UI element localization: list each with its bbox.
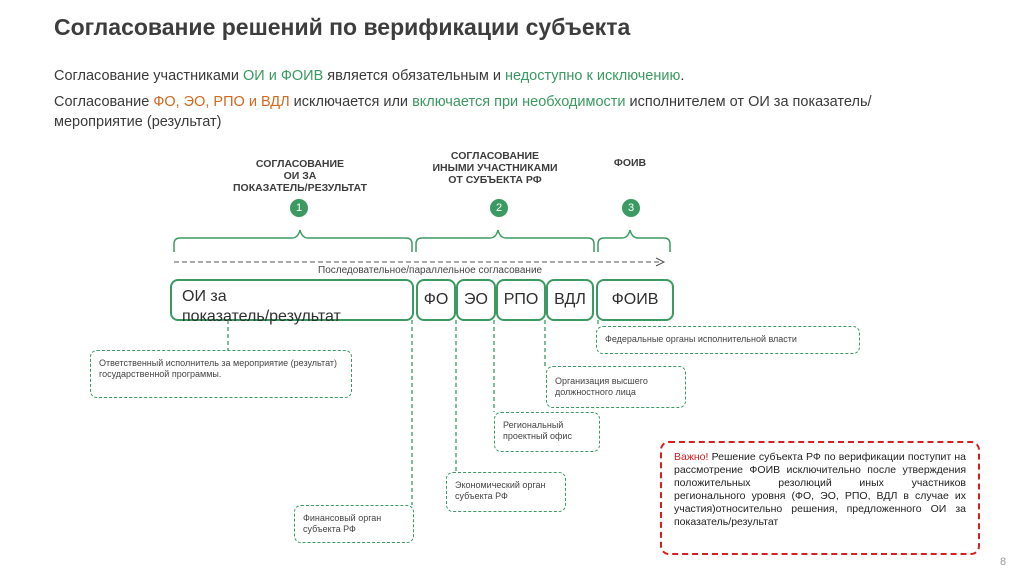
page-number: 8 [1000,556,1007,568]
sequence-arrow [174,257,666,267]
phase-braces [173,229,671,252]
para1-text-c: является обязательным и [323,68,505,84]
para2-text-d: включается при необходимости [412,94,626,110]
para1-text-e: . [680,68,685,84]
box-oi: ОИ за показатель/результат [170,279,414,325]
phase-1-line-1: СОГЛАСОВАНИЕ [255,158,345,170]
note-rpo: Региональный проектный офис [494,412,600,452]
page-title: Согласование решений по верификации субъ… [54,14,631,40]
note-oi: Ответственный исполнитель за мероприятие… [90,350,352,398]
note-eo: Экономический орган субъекта РФ [446,472,566,512]
warning-label: Важно! [674,451,709,463]
box-rpo: РПО [496,279,546,321]
para2-text-e: исполнителем от ОИ за показатель/меропри… [54,94,872,130]
para1-text-d: недоступно к исключению [504,68,681,84]
box-fo: ФО [416,279,456,321]
note-fo: Финансовый орган субъекта РФ [294,505,414,543]
phase-2-header: СОГЛАСОВАНИЕ ИНЫМИ УЧАСТНИКАМИ ОТ СУБЪЕК… [410,150,580,186]
note-vdl: Организация высшего должностного лица [546,366,686,408]
phase-3-header: ФОИВ [613,157,647,169]
para2-text-a: Согласование [54,94,154,110]
phase-3-brace [597,229,671,252]
warning-text: Решение субъекта РФ по верификации посту… [674,451,966,528]
phase-2-line-3: ОТ СУБЪЕКТА РФ [448,174,542,186]
phase-1-line-3: ПОКАЗАТЕЛЬ/РЕЗУЛЬТАТ [233,182,367,194]
para1-text-b: ОИ и ФОИВ [243,68,324,84]
box-oi-line-2: показатель/результат [182,308,341,325]
box-eo: ЭО [456,279,496,321]
para2-text-c: исключается или [289,94,413,110]
phase-1-line-2: ОИ ЗА [283,170,317,182]
phase-3-number: 3 [622,199,640,217]
phase-1-header: СОГЛАСОВАНИЕ ОИ ЗА ПОКАЗАТЕЛЬ/РЕЗУЛЬТАТ [210,158,390,194]
phase-1-brace [173,229,413,252]
paragraph-mandatory: Согласование участниками ОИ и ФОИВ являе… [54,66,954,86]
phase-2-number: 2 [490,199,508,217]
note-foiv: Федеральные органы исполнительной власти [596,326,860,354]
box-vdl: ВДЛ [546,279,594,321]
para1-text-a: Согласование участниками [54,68,244,84]
para2-text-b: ФО, ЭО, РПО и ВДЛ [153,94,290,110]
phase-2-brace [415,229,595,252]
phase-2-line-1: СОГЛАСОВАНИЕ [450,150,540,162]
phase-2-line-2: ИНЫМИ УЧАСТНИКАМИ [432,162,558,174]
phase-1-number: 1 [290,199,308,217]
warning-box: Важно! Решение субъекта РФ по верификаци… [660,441,980,555]
sequence-label: Последовательное/параллельное согласован… [318,265,543,276]
paragraph-optional: Согласование ФО, ЭО, РПО и ВДЛ исключает… [54,92,934,132]
box-oi-line-1: ОИ за [182,288,227,305]
box-foiv: ФОИВ [596,279,674,321]
connectors [227,320,599,505]
